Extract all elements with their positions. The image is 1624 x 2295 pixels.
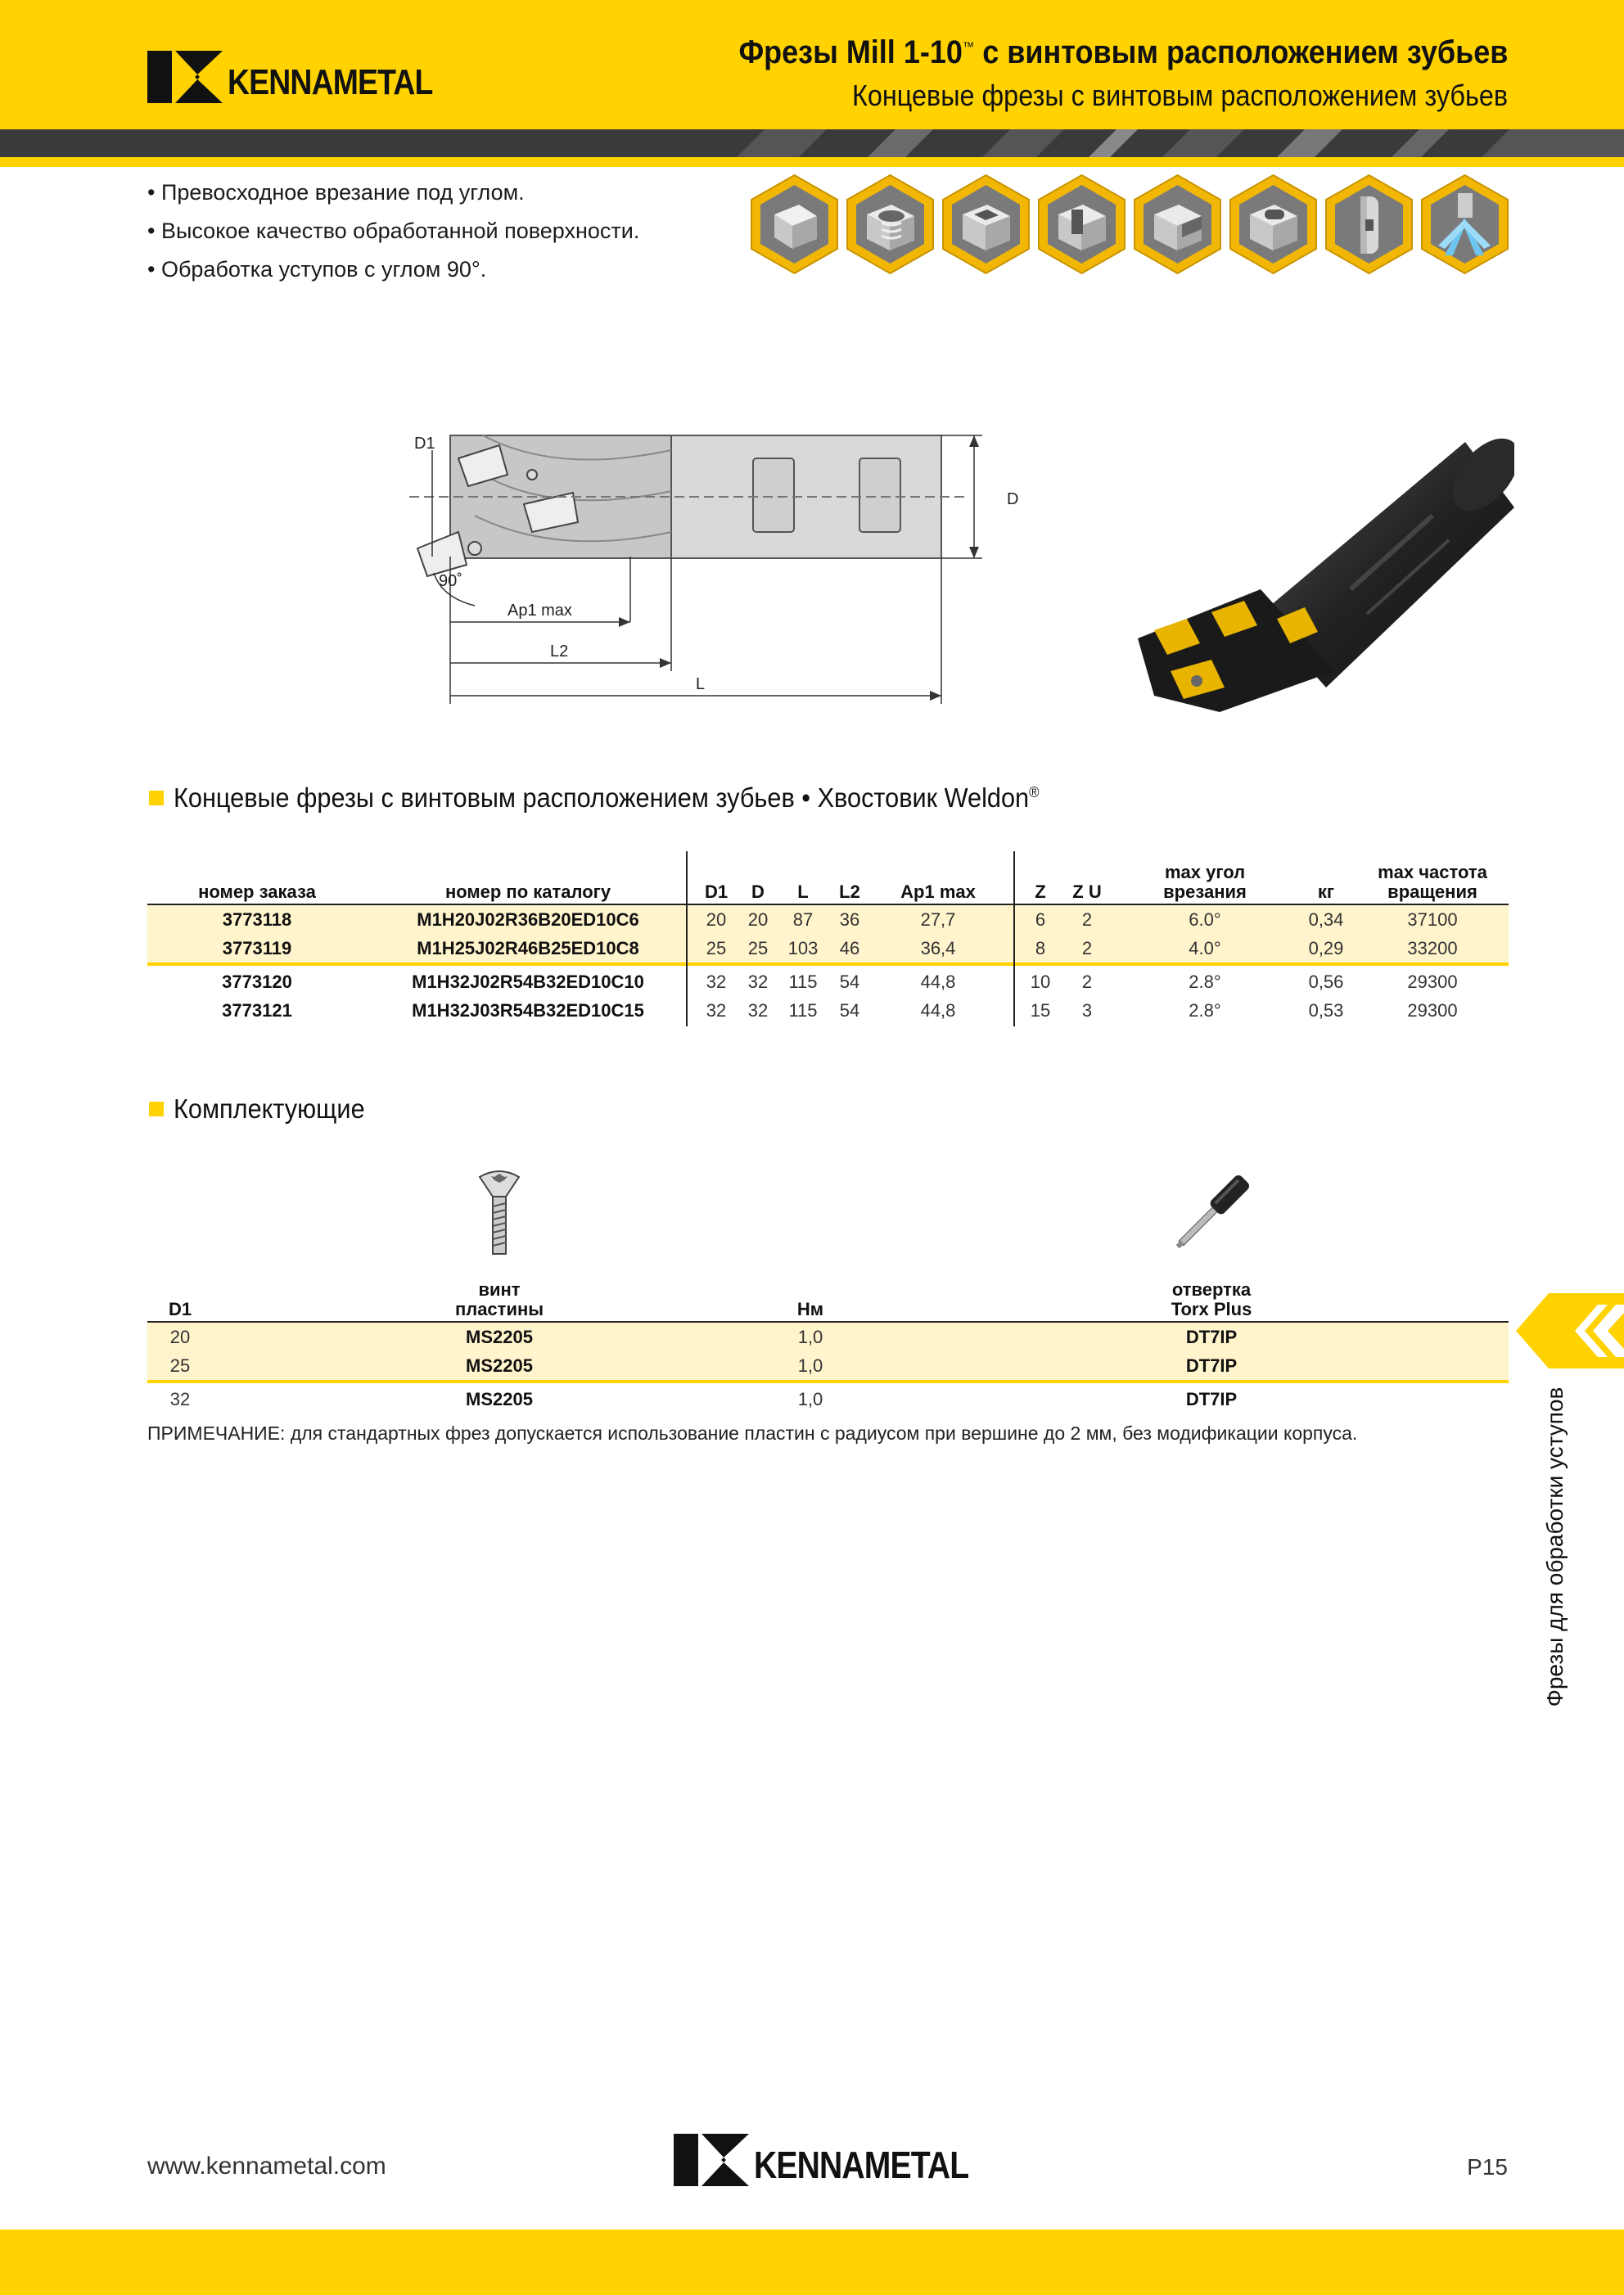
plunge-ramping-icon (1229, 174, 1317, 275)
shoulder-milling-icon (1134, 174, 1221, 275)
table-row: 3773120 M1H32J02R54B32ED10C10 32 32 115 … (222, 972, 1458, 992)
torx-screwdriver-icon (1175, 1175, 1250, 1249)
feature-item: • Высокое качество обработанной поверхно… (147, 219, 640, 243)
mills-table: номер заказа номер по каталогу D1 D L L2… (147, 851, 1509, 1031)
slot-milling-icon (1038, 174, 1126, 275)
table-row: 3773119 M1H25J02R46B25ED10C8 25 25 103 4… (222, 938, 1458, 958)
face-milling-icon (751, 174, 838, 275)
side-milling-icon (1325, 174, 1413, 275)
page-title: Фрезы Mill 1-10™ с винтовым расположение… (738, 34, 1508, 70)
header-rule (147, 904, 1509, 905)
col-screw: винт пластины (454, 1279, 544, 1319)
page-header: KENNAMETAL Фрезы Mill 1-10™ с винтовым р… (0, 0, 1624, 129)
col-angle: max угол врезания (1163, 862, 1247, 902)
table-row: 32 MS2205 1,0 DT7IP (169, 1389, 1238, 1409)
table-row: 25 MS2205 1,0 DT7IP (169, 1355, 1238, 1376)
kennametal-k-icon (674, 2134, 749, 2186)
brand-wordmark: KENNAMETAL (228, 62, 433, 102)
col-catalog: номер по каталогу (444, 881, 611, 902)
header-yellow-line (0, 157, 1624, 167)
coolant-through-icon (1421, 174, 1509, 275)
dim-d-label: D (1007, 490, 1018, 508)
col-zu: Z U (1072, 881, 1102, 902)
pocket-milling-icon (942, 174, 1030, 275)
dim-l-label: L (696, 675, 705, 693)
col-ap1: Ap1 max (900, 881, 976, 902)
group-rule (147, 963, 1509, 966)
side-tab-chevron-icon (1516, 1293, 1624, 1368)
feature-list: • Превосходное врезание под углом. • Выс… (147, 174, 639, 289)
helical-interpolation-icon (846, 174, 934, 275)
column-divider (686, 851, 688, 1026)
dim-ap1-label: Ap1 max (508, 602, 572, 620)
group-rule (147, 1380, 1509, 1383)
product-photo (1138, 438, 1514, 712)
table-row: 3773121 M1H32J03R54B32ED10C15 32 32 115 … (222, 1000, 1458, 1021)
dim-d1-label: D1 (414, 435, 435, 453)
kennametal-logo: KENNAMETAL (674, 2133, 1007, 2187)
section-parts-heading: Комплектующие (149, 1093, 379, 1125)
footer-url[interactable]: www.kennametal.com (147, 2153, 386, 2180)
technical-drawing: D1 D 90˚ Ap1 max L2 L (409, 435, 1018, 704)
side-tab-label: Фрезы для обработки уступов (1542, 1386, 1568, 1707)
section-marker (149, 1102, 164, 1116)
column-divider (1013, 851, 1015, 1026)
col-order: номер заказа (198, 881, 316, 902)
col-rpm: max частота вращения (1378, 862, 1487, 902)
table-row: 3773118 M1H20J02R36B20ED10C6 20 20 87 36… (222, 909, 1458, 930)
col-kg: кг (1317, 881, 1335, 902)
row-band (147, 905, 1509, 963)
page-subtitle: Концевые фрезы с винтовым расположением … (851, 79, 1508, 112)
feature-item: • Превосходное врезание под углом. (147, 180, 525, 205)
dim-l2-label: L2 (550, 643, 568, 661)
page-number: P15 (1467, 2154, 1508, 2180)
parts-table: D1 винт пластины Нм отвертка Torx Plus 2… (147, 1162, 1509, 1409)
section-marker (149, 791, 164, 805)
footer-bar (0, 2230, 1624, 2295)
footnote: ПРИМЕЧАНИЕ: для стандартных фрез допуска… (147, 1423, 1358, 1444)
kennametal-k-icon (147, 51, 223, 103)
feature-item: • Обработка уступов с углом 90°. (147, 257, 487, 282)
col-l2: L2 (839, 881, 860, 902)
header-rule (147, 1321, 1509, 1323)
dim-angle-label: 90˚ (439, 572, 462, 590)
insert-screw-icon (478, 1170, 521, 1255)
kennametal-logo: KENNAMETAL (147, 51, 469, 103)
col-d1: D1 (704, 881, 729, 902)
col-nm: Нм (796, 1299, 824, 1319)
table-row: 20 MS2205 1,0 DT7IP (169, 1327, 1238, 1347)
col-l: L (797, 881, 809, 902)
col-d: D (751, 881, 765, 902)
section-mills-heading: Концевые фрезы с винтовым расположением … (149, 782, 1104, 814)
col-driver: отвертка Torx Plus (1171, 1279, 1252, 1319)
row-band (147, 1323, 1509, 1380)
col-z: Z (1035, 881, 1046, 902)
application-icons (750, 174, 1509, 275)
col-d1: D1 (168, 1299, 192, 1319)
header-stripe (0, 129, 1624, 157)
brand-wordmark: KENNAMETAL (754, 2144, 969, 2186)
